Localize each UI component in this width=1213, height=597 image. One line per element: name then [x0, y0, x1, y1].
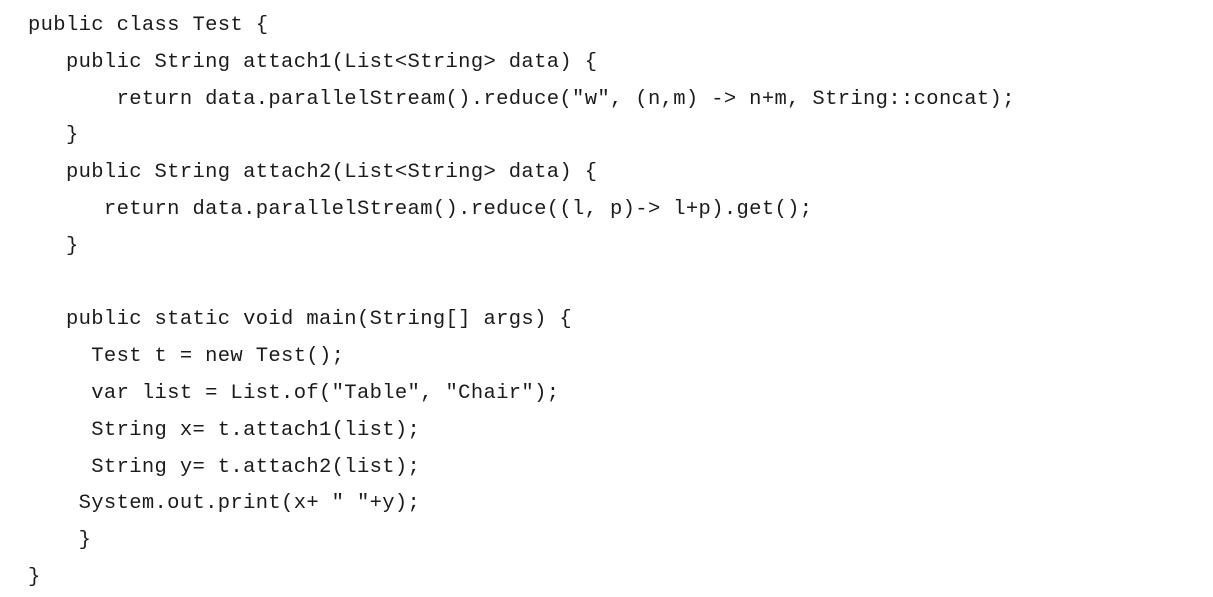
code-line: public String attach2(List<String> data)… [28, 161, 598, 185]
code-line: } [28, 565, 41, 589]
code-line: return data.parallelStream().reduce("w",… [28, 87, 1015, 111]
java-code-block: public class Test { public String attach… [28, 8, 1213, 597]
code-line: public static void main(String[] args) { [28, 308, 573, 332]
code-snippet-figure: public class Test { public String attach… [28, 14, 1015, 589]
code-line: } [28, 529, 92, 553]
code-lines-container: public class Test { public String attach… [28, 8, 1213, 597]
code-line-blank [28, 266, 1213, 303]
code-line: String x= t.attach1(list); [28, 418, 421, 442]
code-line: return data.parallelStream().reduce((l, … [28, 197, 813, 221]
code-line: String y= t.attach2(list); [28, 455, 421, 479]
code-line: } [28, 124, 79, 148]
code-line: public String attach1(List<String> data)… [28, 50, 598, 74]
code-line: System.out.print(x+ " "+y); [28, 492, 421, 516]
code-line: Test t = new Test(); [28, 345, 345, 369]
code-line: var list = List.of("Table", "Chair"); [28, 381, 560, 405]
code-line: } [28, 234, 79, 258]
code-line: public class Test { [28, 14, 269, 37]
